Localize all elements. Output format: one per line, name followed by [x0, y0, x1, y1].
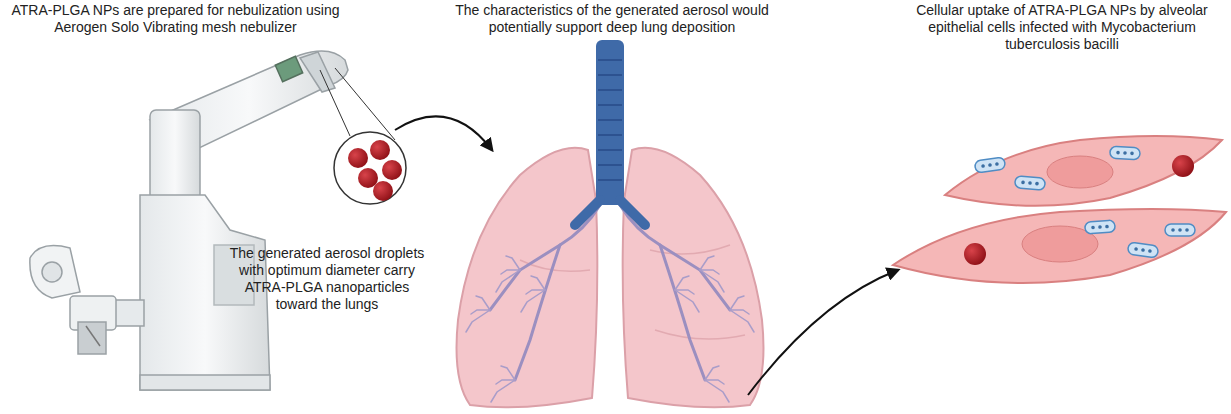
zoom-nanoparticles — [320, 68, 406, 204]
infected-cells — [893, 136, 1226, 283]
step-caption: ATRA-PLGA NPs are prepared for nebulizat… — [3, 2, 348, 36]
nebulizer — [30, 51, 348, 390]
bacillus — [1165, 224, 1195, 236]
step-caption: Cellular uptake of ATRA-PLGA NPs by alve… — [897, 2, 1227, 53]
arrow — [748, 270, 898, 395]
arrow — [395, 116, 492, 150]
bacillus — [974, 157, 1005, 173]
lungs — [457, 40, 764, 407]
bacillus — [1110, 146, 1141, 160]
bacillus — [1085, 220, 1116, 234]
annotation: The generated aerosol droplets with opti… — [227, 245, 427, 313]
bacillus — [1127, 242, 1158, 258]
bacillus — [1015, 176, 1046, 191]
step-caption: The characteristics of the generated aer… — [452, 2, 772, 36]
